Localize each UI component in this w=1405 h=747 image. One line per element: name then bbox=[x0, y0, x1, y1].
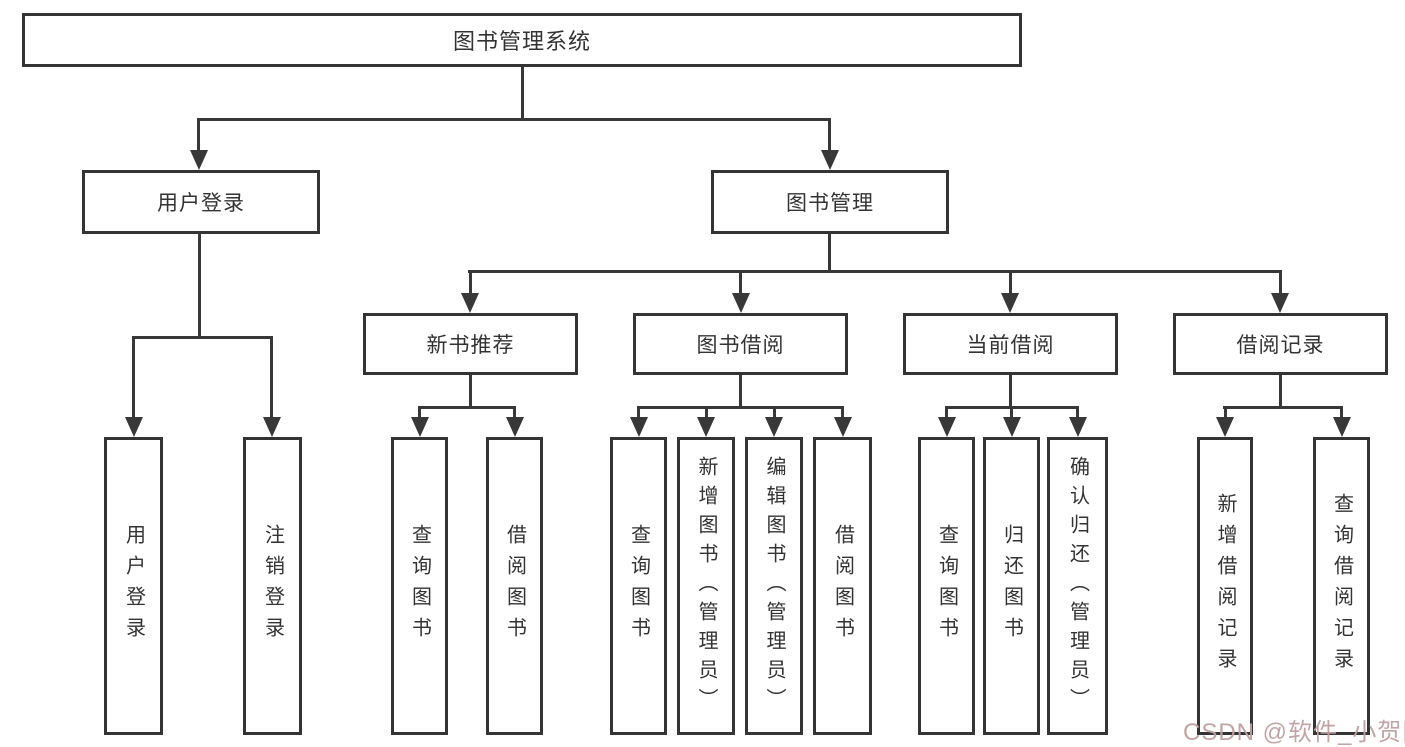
connector-book-management-stem bbox=[828, 234, 831, 270]
leaf-query-books-current-label: 查询图书 bbox=[935, 524, 958, 648]
leaf-query-books-current: 查询图书 bbox=[918, 437, 975, 735]
arrow-down-icon bbox=[461, 293, 479, 313]
leaf-borrow-books-recommend: 借阅图书 bbox=[486, 437, 543, 735]
arrow-down-icon bbox=[821, 150, 839, 170]
connector-borrowing-records-stem bbox=[1279, 375, 1282, 406]
arrow-down-icon bbox=[506, 417, 524, 437]
arrow-down-icon bbox=[630, 417, 648, 437]
node-borrowing-records-label: 借阅记录 bbox=[1236, 334, 1325, 357]
connector-drop-leaf bbox=[1224, 406, 1227, 419]
connector-drop-level3 bbox=[1009, 270, 1012, 293]
leaf-add-borrow-record-label: 新增借阅记录 bbox=[1214, 493, 1236, 679]
node-user-login-label: 用户登录 bbox=[157, 192, 245, 215]
node-new-book-recommendation: 新书推荐 bbox=[363, 313, 578, 375]
arrow-down-icon bbox=[697, 417, 715, 437]
connector-drop-leaf bbox=[1340, 406, 1343, 419]
connector-drop-level3 bbox=[469, 270, 472, 293]
connector-drop-leaf bbox=[773, 406, 776, 419]
connector-level2-rail bbox=[468, 270, 1282, 273]
connector-current-borrowing-stem bbox=[1009, 375, 1012, 406]
leaf-logout-label: 注销登录 bbox=[261, 524, 284, 648]
leaf-confirm-return-admin: 确认归还（管理员） bbox=[1047, 437, 1108, 735]
leaf-query-books-borrowing-label: 查询图书 bbox=[627, 524, 650, 648]
node-book-borrowing: 图书借阅 bbox=[633, 313, 848, 375]
leaf-borrow-books-borrowing-label: 借阅图书 bbox=[831, 524, 854, 648]
leaf-query-borrow-record-label: 查询借阅记录 bbox=[1330, 493, 1353, 679]
connector-borrowing-records-rail bbox=[1223, 406, 1343, 409]
connector-drop-level3 bbox=[739, 270, 742, 293]
leaf-user-login-label: 用户登录 bbox=[122, 524, 145, 648]
connector-drop-leaf bbox=[1076, 406, 1079, 419]
connector-drop-leaf bbox=[132, 336, 135, 417]
connector-user-login-stem bbox=[198, 234, 201, 336]
leaf-return-books-label: 归还图书 bbox=[1000, 524, 1023, 648]
connector-drop-leaf bbox=[945, 406, 948, 419]
node-root: 图书管理系统 bbox=[22, 13, 1022, 67]
leaf-edit-books-admin-label: 编辑图书（管理员） bbox=[763, 455, 785, 717]
connector-drop-user-login bbox=[197, 118, 200, 152]
arrow-down-icon bbox=[732, 293, 750, 313]
arrow-down-icon bbox=[765, 417, 783, 437]
connector-drop-leaf bbox=[513, 406, 516, 419]
connector-drop-level3 bbox=[1279, 270, 1282, 293]
arrow-down-icon bbox=[125, 417, 143, 437]
node-book-management: 图书管理 bbox=[711, 170, 949, 234]
node-borrowing-records: 借阅记录 bbox=[1173, 313, 1388, 375]
connector-root-stem bbox=[521, 67, 524, 118]
arrow-down-icon bbox=[1271, 293, 1289, 313]
connector-drop-leaf bbox=[705, 406, 708, 419]
connector-drop-leaf bbox=[1010, 406, 1013, 419]
leaf-add-books-admin-label: 新增图书（管理员） bbox=[695, 455, 717, 717]
connector-drop-leaf bbox=[418, 406, 421, 419]
node-user-login: 用户登录 bbox=[82, 170, 320, 234]
node-book-management-label: 图书管理 bbox=[786, 192, 874, 215]
leaf-logout: 注销登录 bbox=[243, 437, 302, 735]
arrow-down-icon bbox=[190, 150, 208, 170]
node-current-borrowing: 当前借阅 bbox=[903, 313, 1118, 375]
leaf-query-books-recommend: 查询图书 bbox=[391, 437, 448, 735]
leaf-borrow-books-borrowing: 借阅图书 bbox=[813, 437, 872, 735]
connector-drop-book-management bbox=[828, 118, 831, 152]
leaf-query-books-recommend-label: 查询图书 bbox=[408, 524, 431, 648]
leaf-query-borrow-record: 查询借阅记录 bbox=[1313, 437, 1370, 735]
node-current-borrowing-label: 当前借阅 bbox=[966, 334, 1055, 357]
leaf-add-borrow-record: 新增借阅记录 bbox=[1197, 437, 1253, 735]
leaf-borrow-books-recommend-label: 借阅图书 bbox=[503, 524, 526, 648]
leaf-confirm-return-admin-label: 确认归还（管理员） bbox=[1066, 455, 1089, 717]
connector-drop-leaf bbox=[270, 336, 273, 417]
arrow-down-icon bbox=[263, 417, 281, 437]
connector-book-borrowing-rail bbox=[637, 406, 844, 409]
arrow-down-icon bbox=[1333, 417, 1351, 437]
connector-user-login-rail bbox=[132, 336, 273, 339]
connector-new-book-stem bbox=[469, 375, 472, 406]
arrow-down-icon bbox=[1216, 417, 1234, 437]
arrow-down-icon bbox=[1069, 417, 1087, 437]
node-book-borrowing-label: 图书借阅 bbox=[696, 334, 785, 357]
node-new-book-recommendation-label: 新书推荐 bbox=[426, 334, 515, 357]
leaf-query-books-borrowing: 查询图书 bbox=[610, 437, 667, 735]
arrow-down-icon bbox=[1001, 293, 1019, 313]
watermark: CSDN @软件_小贺同学 bbox=[1183, 719, 1405, 746]
arrow-down-icon bbox=[1003, 417, 1021, 437]
arrow-down-icon bbox=[834, 417, 852, 437]
leaf-return-books: 归还图书 bbox=[983, 437, 1040, 735]
leaf-edit-books-admin: 编辑图书（管理员） bbox=[745, 437, 803, 735]
connector-level1-rail bbox=[197, 118, 831, 121]
arrow-down-icon bbox=[411, 417, 429, 437]
connector-book-borrowing-stem bbox=[739, 375, 742, 406]
connector-new-book-rail bbox=[418, 406, 516, 409]
connector-drop-leaf bbox=[637, 406, 640, 419]
leaf-user-login: 用户登录 bbox=[104, 437, 163, 735]
leaf-add-books-admin: 新增图书（管理员） bbox=[677, 437, 735, 735]
arrow-down-icon bbox=[938, 417, 956, 437]
connector-drop-leaf bbox=[841, 406, 844, 419]
node-root-label: 图书管理系统 bbox=[452, 29, 591, 54]
